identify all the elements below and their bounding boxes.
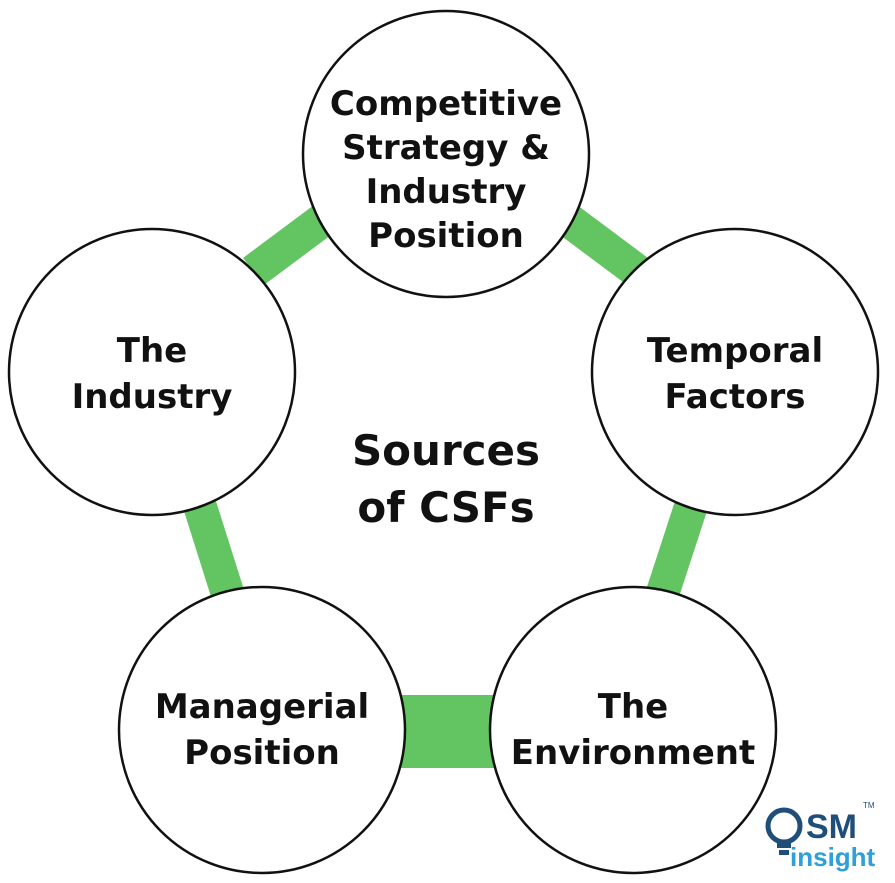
center-title-line: of CSFs [357, 483, 534, 532]
center-title: Sources of CSFs [352, 426, 540, 532]
node-label-line: Position [368, 216, 524, 256]
connectors [183, 202, 708, 768]
node-circle [488, 585, 778, 875]
logo-insight-text: insight [790, 842, 876, 872]
node-managerial-position: Managerial Position [117, 585, 407, 875]
lightbulb-icon [765, 807, 803, 855]
sm-insight-logo: SM TM insight [765, 801, 876, 872]
node-label-line: Environment [511, 733, 756, 773]
node-label-line: The [598, 687, 668, 727]
node-label-line: Industry [366, 172, 527, 212]
node-circle [590, 227, 880, 517]
node-circle [7, 227, 297, 517]
connector-environment-managerial [398, 695, 498, 768]
node-label-line: Position [184, 733, 340, 773]
node-label-line: Factors [665, 377, 806, 417]
node-the-environment: The Environment [488, 585, 778, 875]
logo-trademark: TM [863, 801, 875, 810]
node-label-line: Competitive [330, 84, 562, 124]
logo-sm-text: SM [806, 808, 857, 846]
connector-industry-competitive [243, 202, 339, 285]
node-circle [117, 585, 407, 875]
node-competitive-strategy: Competitive Strategy & Industry Position [301, 9, 591, 299]
connector-competitive-temporal [552, 202, 648, 285]
node-label-line: Strategy & [342, 128, 550, 168]
node-circle [301, 9, 591, 299]
center-title-line: Sources [352, 426, 540, 475]
connector-managerial-industry [183, 498, 245, 603]
node-temporal-factors: Temporal Factors [590, 227, 880, 517]
node-label-line: The [117, 331, 187, 371]
node-label-line: Industry [72, 377, 233, 417]
node-the-industry: The Industry [7, 227, 297, 517]
node-label-line: Managerial [155, 687, 369, 727]
node-label-line: Temporal [647, 331, 823, 371]
connector-temporal-environment [645, 498, 708, 603]
